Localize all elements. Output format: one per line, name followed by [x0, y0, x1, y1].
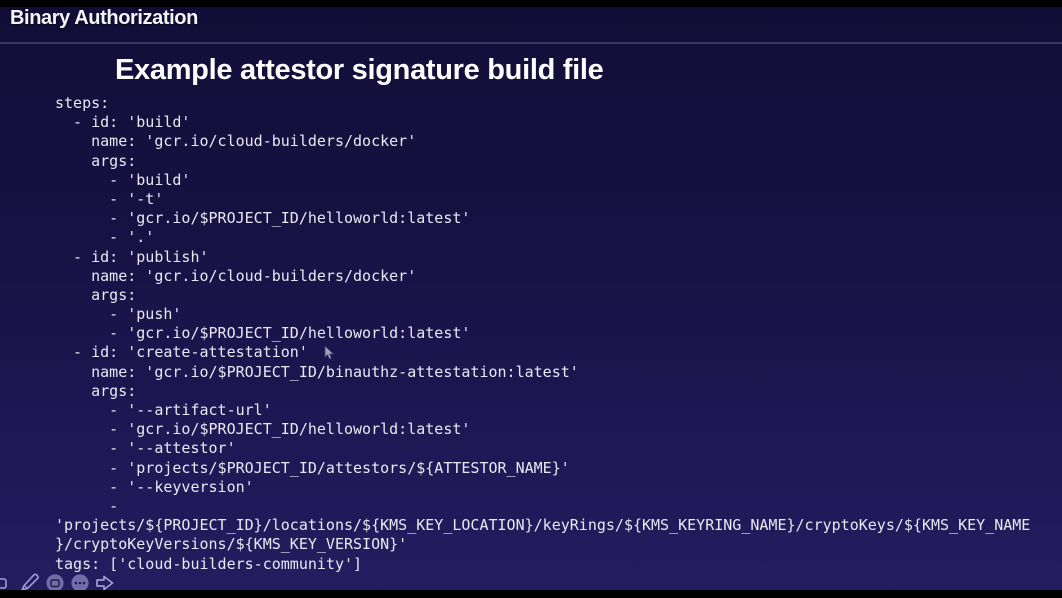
code-line: 'projects/${PROJECT_ID}/locations/${KMS_… — [55, 516, 1031, 535]
mouse-cursor-icon — [324, 345, 336, 362]
code-line: - '--keyversion' — [55, 477, 254, 496]
code-line: tags: ['cloud-builders-community'] — [55, 554, 363, 573]
code-line: args: — [55, 381, 137, 400]
annotation-toolbar — [0, 572, 116, 594]
shape-tool-icon[interactable] — [44, 572, 66, 594]
code-line: - 'build' — [55, 170, 191, 189]
code-line: - 'gcr.io/$PROJECT_ID/helloworld:latest' — [55, 209, 471, 228]
code-line: - '--artifact-url' — [55, 401, 272, 419]
code-line: - 'gcr.io/$PROJECT_ID/helloworld:latest' — [55, 420, 471, 439]
code-line: name: 'gcr.io/$PROJECT_ID/binauthz-attes… — [55, 362, 579, 381]
code-line: - '.' — [55, 228, 155, 247]
top-letterbox-bar — [0, 0, 1062, 7]
code-line: steps: — [55, 94, 110, 112]
bottom-letterbox-bar — [0, 590, 1062, 598]
code-line: - id: 'create-attestation' — [55, 343, 308, 362]
code-line: args: — [55, 285, 137, 304]
code-line: - 'gcr.io/$PROJECT_ID/helloworld:latest' — [55, 324, 471, 343]
pencil-icon[interactable] — [19, 572, 41, 594]
header-divider — [0, 42, 1062, 44]
page-title: Binary Authorization — [10, 7, 198, 29]
code-line: name: 'gcr.io/cloud-builders/docker' — [55, 132, 417, 151]
next-arrow-icon[interactable] — [94, 572, 116, 594]
code-line: - '-t' — [55, 189, 164, 208]
code-line: }/cryptoKeyVersions/${KMS_KEY_VERSION}' — [55, 535, 408, 554]
yaml-code-block: steps: - id: 'build' name: 'gcr.io/cloud… — [55, 94, 1030, 574]
code-line: - id: 'publish' — [55, 247, 209, 266]
partial-shape-icon[interactable] — [0, 572, 16, 594]
code-line: - 'projects/$PROJECT_ID/attestors/${ATTE… — [55, 458, 570, 477]
code-line: args: — [55, 151, 137, 170]
code-line: - 'push' — [55, 305, 182, 324]
more-options-icon[interactable] — [69, 572, 91, 594]
code-line: - — [55, 496, 119, 515]
code-line: name: 'gcr.io/cloud-builders/docker' — [55, 266, 417, 285]
slide-title: Example attestor signature build file — [115, 54, 604, 86]
code-line: - '--attestor' — [55, 439, 236, 458]
code-line: - id: 'build' — [55, 113, 191, 132]
